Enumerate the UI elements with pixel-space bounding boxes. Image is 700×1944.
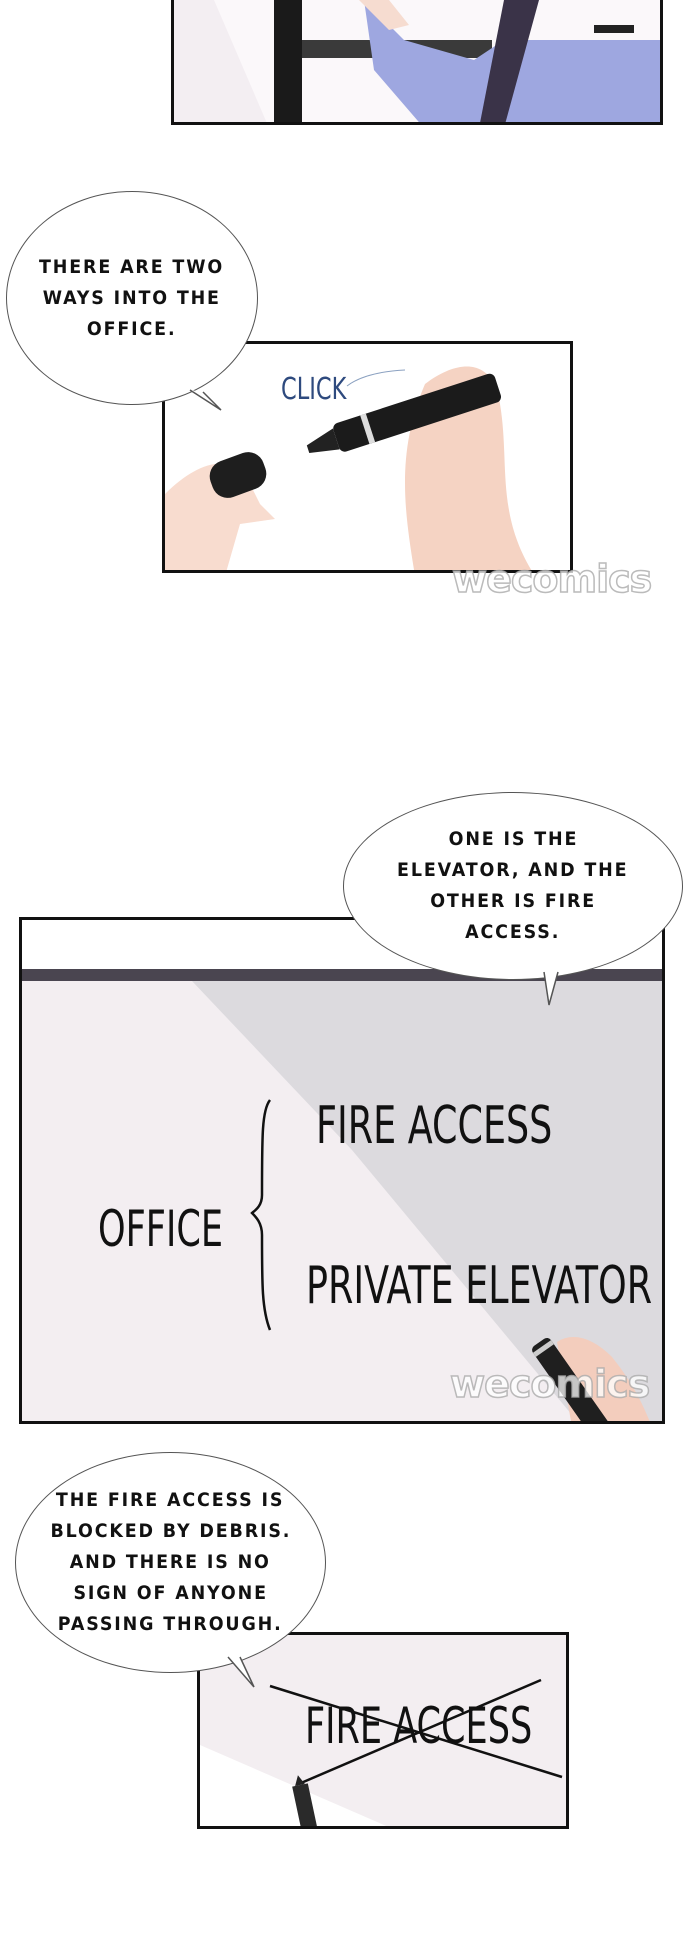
bubble-text-line: ONE IS THE [448,828,578,850]
bubble-text-line: OTHER IS FIRE [430,890,596,912]
sfx-line [346,369,406,387]
hand-with-marker-art [532,1337,650,1421]
bubble-text-line: THERE ARE TWO [39,255,225,278]
hands-with-marker-art [165,366,532,570]
panel-2: CLICK [162,341,573,573]
board-text-office: OFFICE [98,1200,224,1258]
bubble-text-line: WAYS INTO THE [42,286,222,309]
bubble-text-line: PASSING THROUGH. [58,1613,283,1635]
watermark: wecomics [449,1361,651,1407]
speech-bubble-1: THERE ARE TWO WAYS INTO THE OFFICE. [6,191,258,405]
board-shadow [192,981,662,1421]
crossed-out-fire-access: FIRE ACCESS [305,1697,533,1755]
sfx-click: CLICK [281,372,347,407]
panel-1 [171,0,663,125]
panel-4: FIRE ACCESS [197,1632,569,1829]
bubble-text-line: BLOCKED BY DEBRIS. [50,1520,291,1542]
board-text-private-elevator: PRIVATE ELEVATOR [306,1256,653,1316]
bubble-tail [227,1656,255,1688]
cross-out-mark [269,1678,563,1826]
watermark: wecomics [451,556,653,602]
board-light [200,1745,387,1826]
brace-icon [250,1099,272,1331]
board-text-fire-access: FIRE ACCESS [316,1096,553,1156]
speech-bubble-2: ONE IS THE ELEVATOR, AND THE OTHER IS FI… [343,792,683,980]
bubble-text-line: SIGN OF ANYONE [73,1582,268,1604]
panel-1-art [174,0,660,122]
bubble-text-line: THE FIRE ACCESS IS [56,1489,285,1511]
bubble-text-line: ELEVATOR, AND THE [397,859,629,881]
bubble-text-line: AND THERE IS NO [69,1551,271,1573]
bubble-text-line: OFFICE. [87,317,177,340]
bubble-text-line: ACCESS. [465,921,561,943]
bubble-tail [189,389,222,411]
bubble-tail [543,971,559,1006]
speech-bubble-3: THE FIRE ACCESS IS BLOCKED BY DEBRIS. AN… [15,1452,326,1673]
